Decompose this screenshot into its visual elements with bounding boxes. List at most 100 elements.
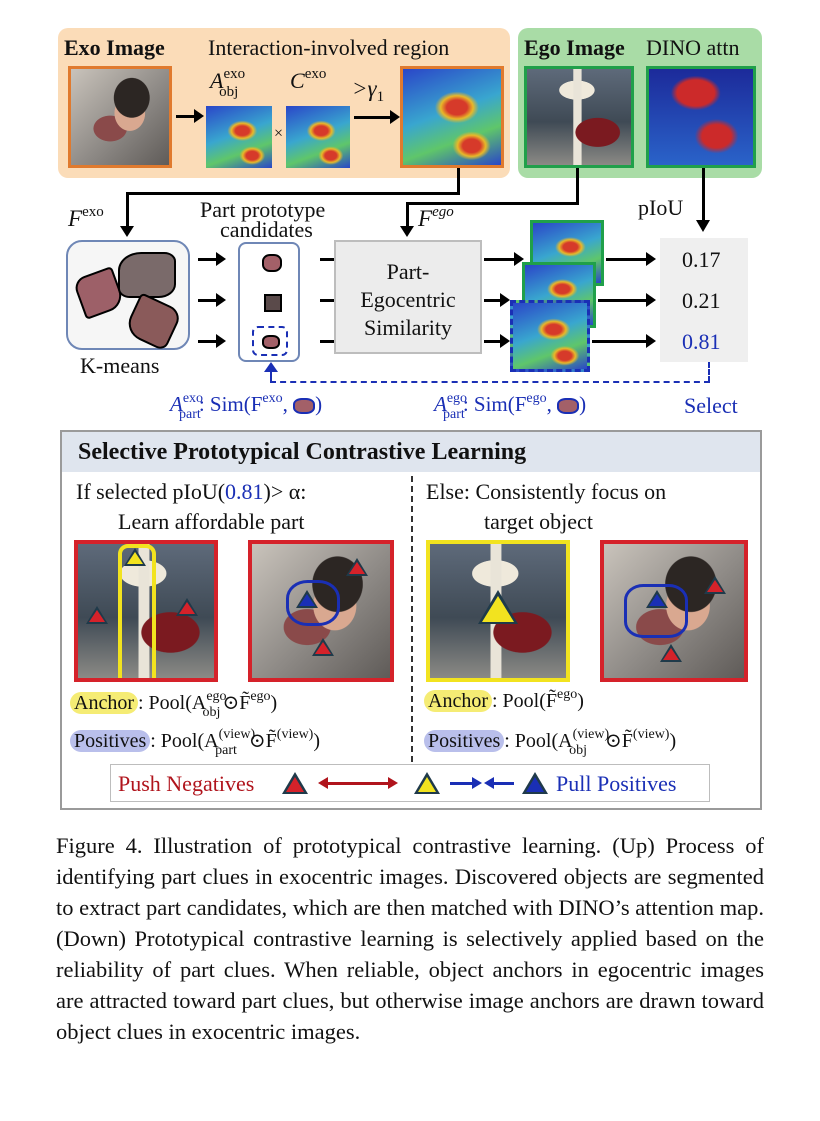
exo-image — [68, 66, 172, 168]
piou-values-box — [660, 238, 748, 362]
contrastive-learning-panel — [60, 430, 762, 810]
exo-image-title: Exo Image — [64, 35, 165, 60]
affordance-map — [206, 106, 272, 168]
a-obj-exo-label: Aexoobj — [210, 66, 246, 100]
f-exo-label: Fexo — [68, 204, 104, 231]
panel-heading: Selective Prototypical Contrastive Learn… — [78, 439, 527, 465]
part-outline — [286, 580, 340, 626]
similarity-line-3: Similarity — [364, 315, 452, 340]
arrowhead — [390, 110, 400, 124]
kmeans-label: K-means — [80, 353, 160, 378]
part-icon — [293, 398, 316, 415]
connector — [126, 192, 460, 195]
arrow-threshold — [354, 116, 392, 119]
left-condition-line2: Learn affordable part — [118, 509, 305, 534]
pull-arrow — [450, 782, 472, 785]
connector — [702, 168, 705, 220]
select-label: Select — [684, 393, 738, 418]
arrow — [198, 340, 216, 343]
similarity-box: Part- Egocentric Similarity — [334, 240, 482, 354]
connector — [576, 168, 579, 204]
right-anchor-formula: Anchor: Pool(F̃ego) — [424, 687, 584, 713]
ego-image — [524, 66, 634, 168]
object-outline — [118, 544, 156, 678]
similarity-map-selected — [510, 300, 590, 372]
connector — [126, 192, 129, 228]
cam-map — [286, 106, 350, 168]
panel-header — [62, 432, 760, 472]
similarity-line-2: Egocentric — [360, 287, 456, 312]
arrow-exo-to-maps — [176, 115, 194, 118]
candidates-label-1: Part prototype — [200, 197, 326, 222]
interaction-region-image — [400, 66, 504, 168]
arrowhead — [696, 220, 710, 232]
interaction-region-label: Interaction-involved region — [208, 35, 450, 60]
arrowhead — [194, 109, 204, 123]
connector — [320, 340, 334, 343]
connector — [457, 168, 460, 194]
part-candidate — [262, 254, 282, 272]
push-arrow — [326, 782, 388, 785]
arrow — [484, 340, 502, 343]
legend — [110, 764, 710, 802]
right-condition-line2: target object — [484, 509, 593, 534]
piou-value-1: 0.17 — [682, 247, 721, 272]
arrow — [606, 258, 648, 261]
arrowhead — [400, 226, 414, 237]
right-positives-formula: Positives: Pool(A(view)obj⊙F̃(view)) — [424, 727, 676, 758]
figure-caption: Figure 4. Illustration of prototypical c… — [56, 830, 764, 1047]
c-exo-label: Cexo — [290, 66, 327, 93]
legend-pull-label: Pull Positives — [556, 771, 677, 796]
dino-attn-label: DINO attn — [646, 35, 740, 60]
arrowhead — [646, 293, 656, 307]
connector — [320, 299, 334, 302]
connector — [406, 202, 409, 228]
kmeans-box — [66, 240, 190, 352]
a-part-exo-formula: Aexopart: Sim(Fexo, ) — [170, 391, 323, 422]
arrow — [198, 258, 216, 261]
select-connector — [270, 370, 272, 382]
piou-value-2: 0.21 — [682, 288, 721, 313]
part-icon — [557, 398, 580, 415]
arrowhead — [514, 252, 524, 266]
legend-push-label: Push Negatives — [118, 771, 255, 796]
arrow — [598, 299, 648, 302]
selected-part-candidate — [252, 326, 288, 356]
arrowhead — [216, 293, 226, 307]
arrowhead — [500, 293, 510, 307]
arrowhead — [216, 334, 226, 348]
divider — [411, 476, 413, 762]
caption-text: Figure 4. Illustration of prototypical c… — [56, 833, 764, 1044]
ego-image-title: Ego Image — [524, 35, 625, 60]
connector — [320, 258, 334, 261]
segment-piece — [122, 292, 184, 352]
arrowhead — [646, 334, 656, 348]
left-anchor-formula: Anchor: Pool(Aegoobj⊙F̃ego) — [70, 689, 277, 720]
left-positives-formula: Positives: Pool(A(view)part⊙F̃(view)) — [70, 727, 320, 758]
arrowhead — [264, 362, 278, 372]
arrow — [484, 258, 516, 261]
right-condition-line1: Else: Consistently focus on — [426, 479, 667, 504]
segment-piece — [118, 252, 176, 298]
times-symbol: × — [274, 125, 284, 142]
object-outline — [624, 584, 688, 638]
exo-positive-image-left — [248, 540, 394, 682]
connector — [406, 202, 579, 205]
piou-value-3: 0.81 — [682, 329, 721, 354]
arrow — [198, 299, 216, 302]
arrowhead — [500, 334, 510, 348]
select-connector — [270, 381, 710, 383]
threshold-label: >γ1 — [352, 76, 385, 105]
arrowhead — [216, 252, 226, 266]
arrowhead — [646, 252, 656, 266]
f-ego-label: Fego — [418, 204, 454, 231]
similarity-line-1: Part- — [386, 259, 430, 284]
candidates-box — [238, 242, 300, 362]
dino-attention-map — [646, 66, 756, 168]
part-candidate — [264, 294, 282, 312]
arrowhead — [120, 226, 134, 237]
left-condition: If selected pIoU(0.81)> α: — [76, 479, 307, 504]
a-part-ego-formula: Aegopart: Sim(Fego, ) — [434, 391, 587, 422]
arrow — [484, 299, 502, 302]
select-connector — [708, 362, 710, 382]
